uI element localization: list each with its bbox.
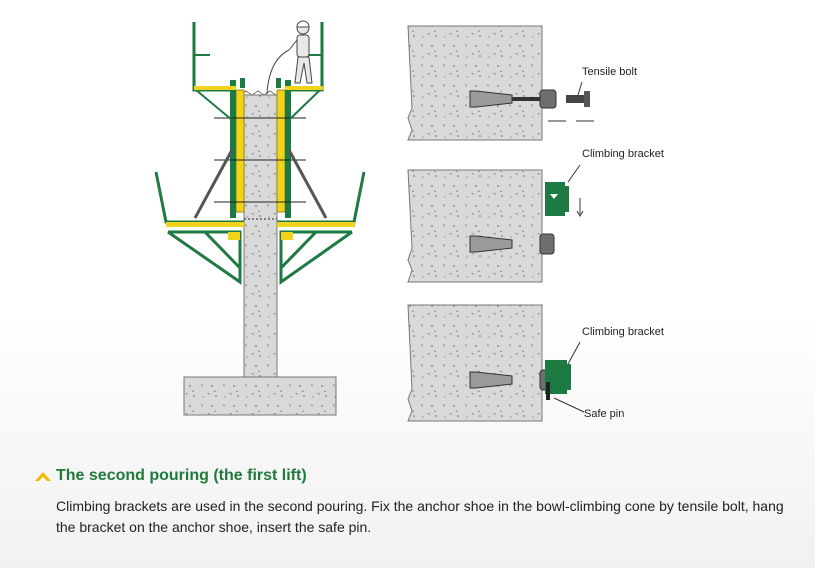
label-climbing-bracket-2: Climbing bracket bbox=[582, 326, 664, 338]
climbing-bracket-shape bbox=[545, 182, 565, 216]
worker-figure bbox=[288, 20, 313, 84]
section-description: Climbing brackets are used in the second… bbox=[56, 498, 784, 535]
concrete-wall bbox=[243, 94, 278, 378]
detail-hang-bracket bbox=[407, 164, 584, 283]
formwork-diagram bbox=[154, 20, 594, 422]
chevron-up-icon bbox=[35, 472, 51, 481]
detail-tensile-bolt bbox=[407, 25, 594, 141]
wall-cross-section bbox=[154, 20, 366, 416]
formwork-panel-right bbox=[276, 89, 286, 213]
label-climbing-bracket-1: Climbing bracket bbox=[582, 148, 664, 160]
detail-safe-pin bbox=[407, 304, 585, 422]
formwork-panel-left bbox=[235, 89, 245, 213]
section-heading: The second pouring (the first lift) bbox=[56, 467, 307, 484]
label-tensile-bolt: Tensile bolt bbox=[582, 66, 638, 78]
label-safe-pin: Safe pin bbox=[584, 408, 625, 420]
foundation-slab bbox=[183, 376, 337, 416]
section-heading-row: The second pouring (the first lift) bbox=[34, 465, 307, 487]
